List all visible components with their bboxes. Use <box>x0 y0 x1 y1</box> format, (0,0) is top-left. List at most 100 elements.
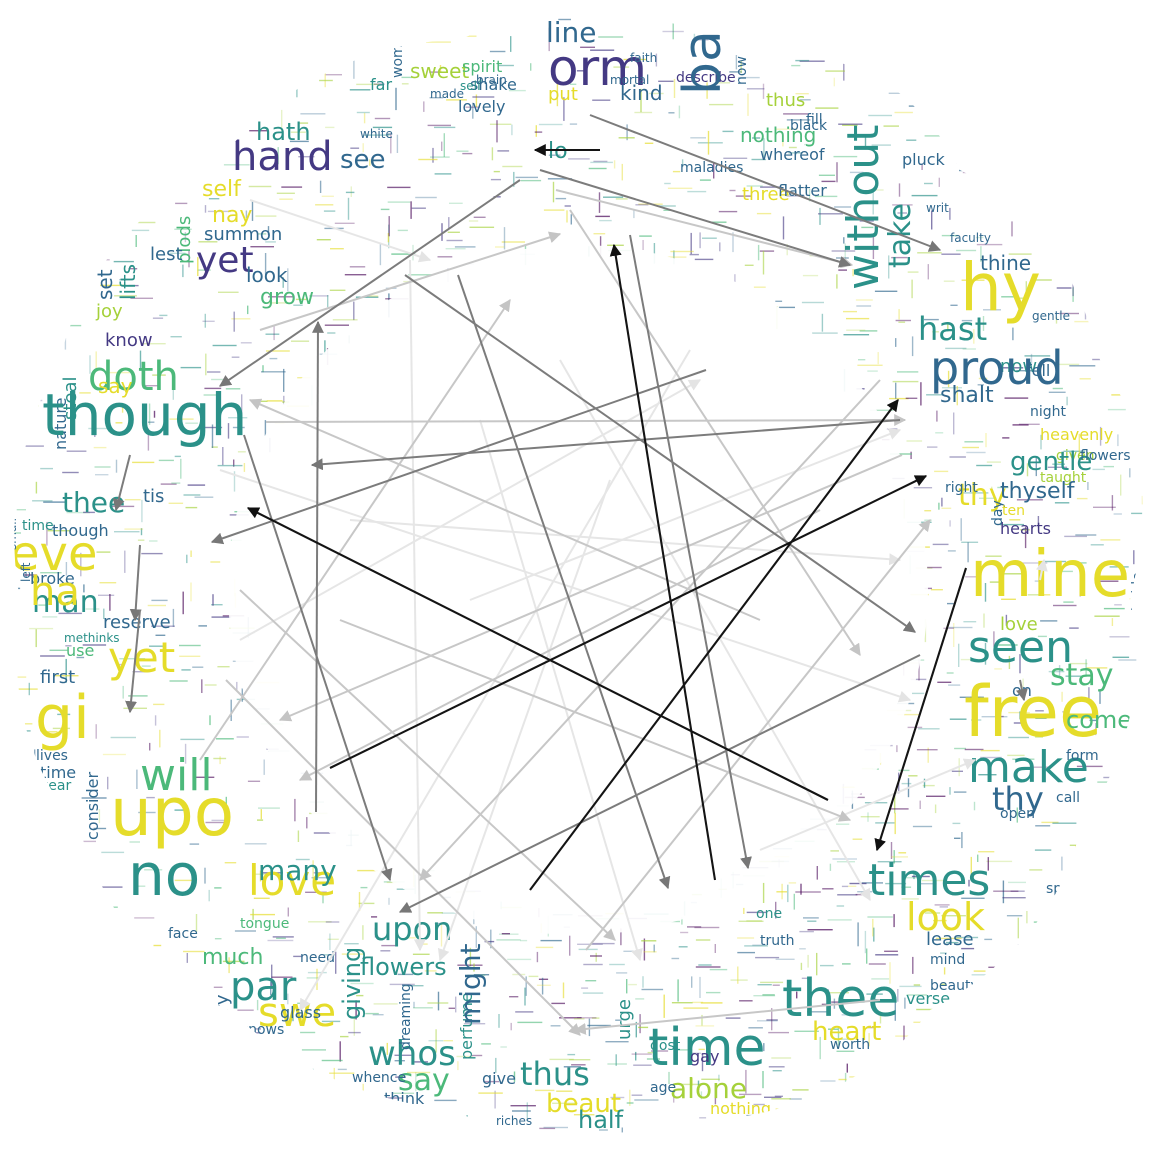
texture-speck <box>392 1092 415 1094</box>
texture-speck <box>49 649 68 651</box>
texture-speck <box>441 141 443 151</box>
texture-speck <box>872 918 874 937</box>
texture-speck <box>231 356 240 358</box>
texture-speck <box>457 964 483 966</box>
texture-speck <box>960 658 983 661</box>
texture-speck <box>735 55 738 70</box>
texture-speck <box>197 269 211 271</box>
texture-speck <box>134 917 155 919</box>
texture-speck <box>912 692 925 695</box>
texture-speck <box>961 947 975 950</box>
texture-speck <box>818 213 843 215</box>
texture-speck <box>424 970 437 972</box>
texture-speck <box>976 464 993 467</box>
texture-speck <box>582 992 604 994</box>
texture-speck <box>615 1054 617 1066</box>
texture-speck <box>510 1105 536 1107</box>
cloud-word: urge <box>614 999 635 1040</box>
texture-speck <box>771 1008 773 1031</box>
texture-speck <box>517 1021 543 1024</box>
texture-speck <box>22 445 44 447</box>
cloud-word: tongue <box>240 916 289 932</box>
cloud-word: steal <box>60 376 81 420</box>
texture-speck <box>1138 439 1143 441</box>
texture-speck <box>590 49 615 51</box>
texture-speck <box>1012 424 1029 426</box>
texture-speck <box>1024 526 1027 549</box>
texture-speck <box>1062 711 1070 713</box>
texture-speck <box>29 404 39 407</box>
texture-speck <box>892 204 913 206</box>
cloud-word: flowers <box>360 953 447 981</box>
cloud-word: thy <box>992 780 1044 818</box>
cloud-word: tis <box>143 486 164 507</box>
texture-speck <box>203 394 218 396</box>
texture-speck <box>535 946 554 949</box>
texture-speck <box>65 645 72 647</box>
texture-speck <box>588 167 607 170</box>
texture-speck <box>190 550 192 557</box>
texture-speck <box>757 1020 778 1022</box>
texture-speck <box>293 304 303 306</box>
edge-arrow <box>398 654 921 913</box>
cloud-word: might <box>454 943 487 1025</box>
texture-speck <box>735 195 752 197</box>
texture-speck <box>558 18 571 21</box>
cloud-word: beauty <box>930 978 979 994</box>
texture-speck <box>752 944 767 946</box>
texture-speck <box>259 870 262 882</box>
texture-speck <box>1052 463 1065 465</box>
texture-speck <box>536 951 539 963</box>
texture-speck <box>413 1001 415 1008</box>
texture-speck <box>1008 881 1026 884</box>
texture-speck <box>744 945 768 947</box>
edge-arrow <box>569 209 861 657</box>
texture-speck <box>658 80 674 82</box>
texture-speck <box>687 926 702 928</box>
texture-speck <box>491 147 494 161</box>
texture-speck <box>1069 365 1096 367</box>
texture-speck <box>808 188 811 202</box>
texture-speck <box>885 882 907 885</box>
texture-speck <box>380 950 391 952</box>
texture-speck <box>536 984 551 986</box>
texture-speck <box>852 269 854 277</box>
texture-speck <box>459 35 477 37</box>
texture-speck <box>262 365 264 373</box>
texture-speck <box>298 156 315 158</box>
texture-speck <box>1059 570 1073 573</box>
texture-speck <box>592 1143 602 1144</box>
cloud-word: faculty <box>950 231 991 245</box>
texture-speck <box>961 319 973 322</box>
cloud-word: mortal <box>610 73 649 87</box>
texture-speck <box>979 497 997 499</box>
texture-speck <box>128 695 148 697</box>
texture-speck <box>1037 516 1040 528</box>
cloud-word: thyself <box>1000 479 1076 504</box>
cloud-word: hy <box>960 249 1041 326</box>
texture-speck <box>1097 781 1122 783</box>
texture-speck <box>825 48 839 50</box>
texture-speck <box>484 1080 499 1083</box>
texture-speck <box>966 451 986 454</box>
texture-speck <box>895 319 911 322</box>
texture-speck <box>985 555 1002 557</box>
texture-speck <box>1040 434 1042 450</box>
texture-speck <box>1034 849 1052 851</box>
texture-speck <box>500 1046 507 1048</box>
edge-arrow <box>409 259 426 952</box>
texture-speck <box>472 96 495 98</box>
texture-speck <box>904 997 906 1009</box>
texture-speck <box>282 277 284 288</box>
texture-speck <box>901 886 912 888</box>
cloud-word: lifts <box>116 264 140 300</box>
texture-speck <box>610 1096 625 1099</box>
texture-speck <box>719 242 721 252</box>
texture-speck <box>1079 378 1091 380</box>
texture-speck <box>299 122 309 124</box>
texture-speck <box>396 134 399 153</box>
texture-speck <box>953 791 967 793</box>
texture-speck <box>774 1095 783 1097</box>
texture-speck <box>1065 675 1084 677</box>
texture-speck <box>121 403 124 413</box>
